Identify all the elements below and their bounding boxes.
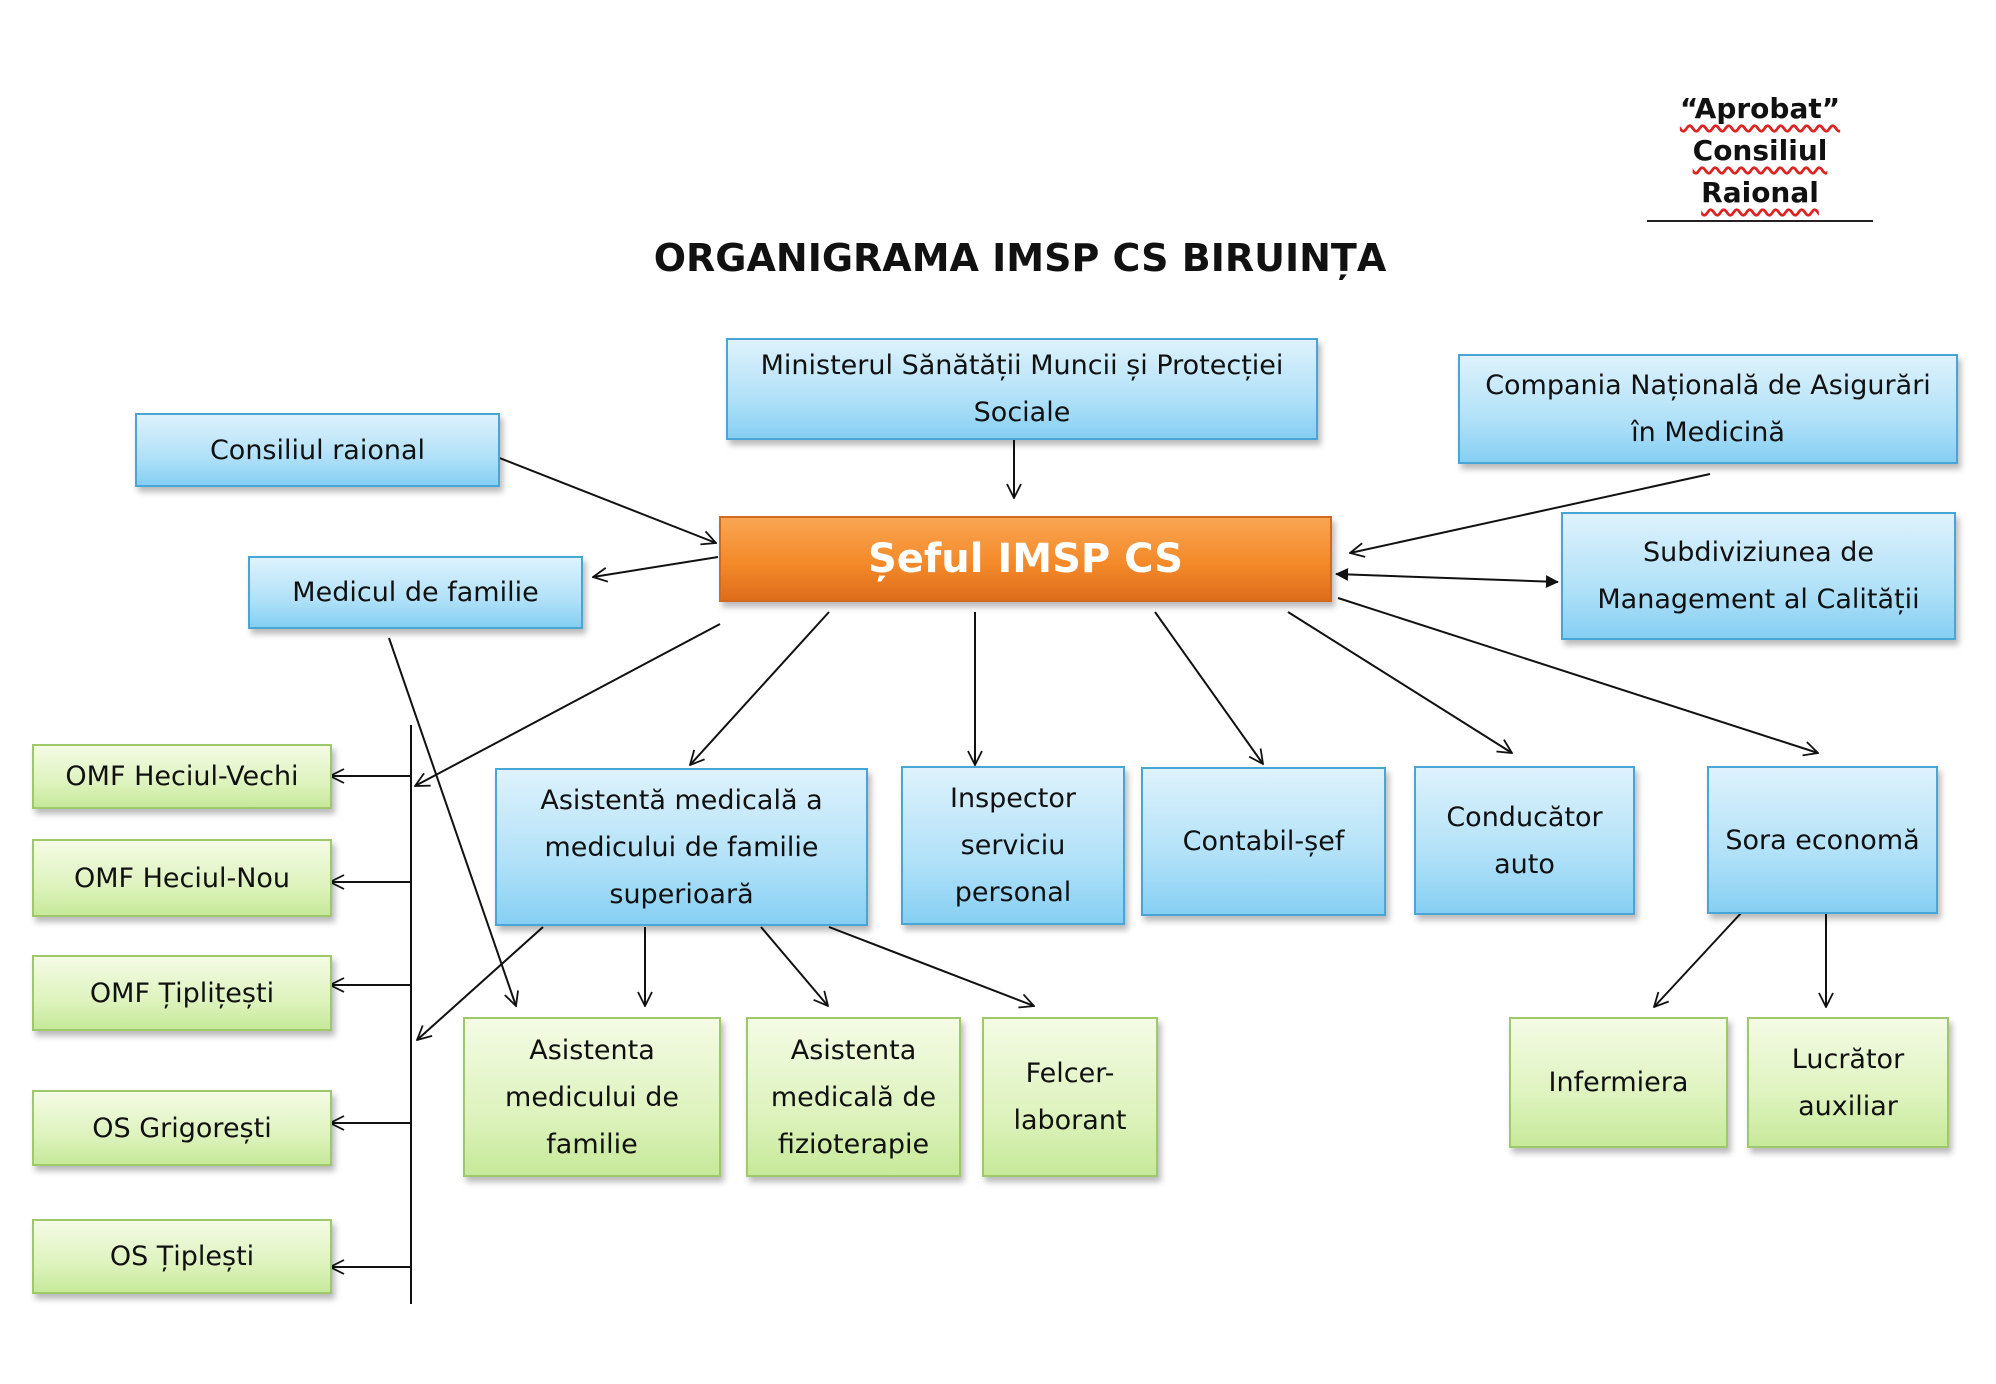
- signature-line: [1647, 220, 1873, 222]
- arrow-housekeeper-to-orderly: [1654, 911, 1743, 1007]
- physio-nurse-box[interactable]: Asistenta medicală de fizioterapie: [746, 1017, 961, 1177]
- housekeeper-nurse-label: Sora economă: [1725, 824, 1920, 856]
- approval-stamp: “Aprobat” Consiliul Raional: [1640, 88, 1880, 222]
- chief-label: Șeful IMSP CS: [867, 535, 1184, 582]
- omf-heciul-vechi-box[interactable]: OMF Heciul-Vechi: [32, 744, 332, 809]
- accountant-label: Contabil-șef: [1182, 826, 1345, 857]
- council-box[interactable]: Consiliul raional: [135, 413, 500, 487]
- approval-authority: Consiliul Raional: [1692, 134, 1828, 209]
- arrow-chief-quality: [1335, 567, 1559, 589]
- family-nurse-label: Asistenta medicului de familie: [505, 1034, 679, 1160]
- hr-inspector-box[interactable]: Inspector serviciu personal: [901, 766, 1125, 925]
- family-doctor-box[interactable]: Medicul de familie: [248, 556, 583, 629]
- omf-tiplitesti-box[interactable]: OMF Țiplițești: [32, 955, 332, 1031]
- omf-heciul-nou-label: OMF Heciul-Nou: [73, 862, 291, 894]
- insurance-company-box[interactable]: Compania Națională de Asigurări în Medic…: [1458, 354, 1958, 464]
- quality-management-label: Subdiviziunea de Management al Calității: [1597, 537, 1920, 615]
- arrow-insurance-to-chief: [1350, 473, 1711, 553]
- chief-box[interactable]: Șeful IMSP CS: [719, 516, 1332, 602]
- quality-management-box[interactable]: Subdiviziunea de Management al Calității: [1561, 512, 1956, 640]
- council-label: Consiliul raional: [209, 434, 426, 466]
- arrow-council-to-chief: [496, 456, 716, 543]
- approval-label: “Aprobat”: [1679, 92, 1841, 125]
- arrow-chief-to-housekeeper-nurse: [1337, 597, 1818, 753]
- omf-heciul-vechi-label: OMF Heciul-Vechi: [65, 761, 299, 792]
- ministry-label: Ministerul Sănătății Muncii și Protecție…: [760, 350, 1284, 428]
- os-tiplesti-box[interactable]: OS Țiplești: [32, 1219, 332, 1294]
- accountant-box[interactable]: Contabil-șef: [1141, 767, 1386, 916]
- lab-paramedic-box[interactable]: Felcer-laborant: [982, 1017, 1158, 1177]
- lab-paramedic-label: Felcer-laborant: [1013, 1058, 1127, 1136]
- senior-nurse-label: Asistentă medicală a medicului de famili…: [540, 784, 823, 910]
- aux-worker-box[interactable]: Lucrător auxiliar: [1747, 1017, 1949, 1148]
- arrow-chief-to-family-doctor: [593, 556, 719, 577]
- arrow-chief-to-accountant: [1154, 611, 1263, 764]
- housekeeper-nurse-box[interactable]: Sora economă: [1707, 766, 1938, 914]
- driver-label: Conducător auto: [1446, 801, 1603, 880]
- physio-nurse-label: Asistenta medicală de fizioterapie: [770, 1034, 937, 1160]
- aux-worker-label: Lucrător auxiliar: [1791, 1043, 1905, 1122]
- os-grigoresti-box[interactable]: OS Grigorești: [32, 1090, 332, 1166]
- arrow-chief-to-branch-bus: [415, 623, 721, 786]
- hr-inspector-label: Inspector serviciu personal: [950, 783, 1076, 908]
- omf-heciul-nou-box[interactable]: OMF Heciul-Nou: [32, 839, 332, 917]
- orderly-box[interactable]: Infermiera: [1509, 1017, 1728, 1148]
- omf-tiplitesti-label: OMF Țiplițești: [89, 977, 275, 1009]
- arrow-family-doctor-to-family-nurse: [388, 637, 516, 1006]
- os-tiplesti-label: OS Țiplești: [109, 1241, 255, 1272]
- os-grigoresti-label: OS Grigorești: [92, 1112, 272, 1144]
- senior-nurse-box[interactable]: Asistentă medicală a medicului de famili…: [495, 768, 868, 926]
- family-doctor-label: Medicul de familie: [292, 577, 539, 608]
- arrow-chief-to-senior-nurse: [690, 611, 830, 765]
- arrow-senior-nurse-to-bus: [417, 926, 544, 1040]
- orderly-label: Infermiera: [1548, 1067, 1689, 1098]
- insurance-company-label: Compania Națională de Asigurări în Medic…: [1485, 370, 1931, 448]
- arrow-chief-to-driver: [1287, 611, 1512, 753]
- page-title: ORGANIGRAMA IMSP CS BIRUINȚA: [653, 236, 1387, 280]
- ministry-box[interactable]: Ministerul Sănătății Muncii și Protecție…: [726, 338, 1318, 440]
- driver-box[interactable]: Conducător auto: [1414, 766, 1635, 915]
- arrow-senior-nurse-to-physio-nurse: [760, 926, 828, 1006]
- arrow-senior-nurse-to-lab: [828, 926, 1034, 1006]
- family-nurse-box[interactable]: Asistenta medicului de familie: [463, 1017, 721, 1177]
